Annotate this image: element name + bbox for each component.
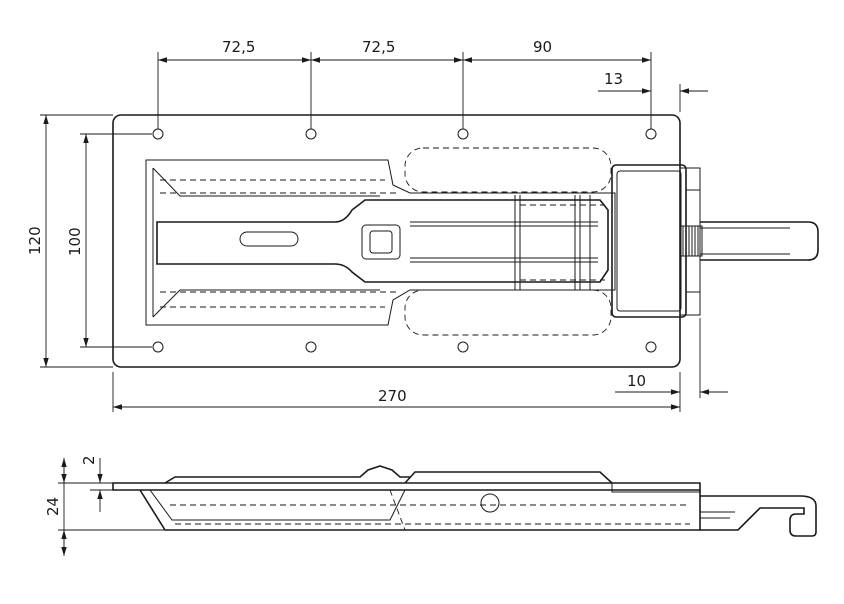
housing-inner bbox=[616, 170, 682, 312]
hook-tongue-inner bbox=[700, 227, 790, 255]
recessed-pan bbox=[145, 159, 616, 326]
dim-text-spacing-3: 90 bbox=[533, 38, 552, 56]
side-hole bbox=[480, 493, 500, 513]
recessed-pan-inner bbox=[152, 167, 380, 318]
base-plate bbox=[112, 114, 681, 368]
dim-text-height-inner: 100 bbox=[66, 227, 84, 256]
hole bbox=[457, 341, 469, 353]
hidden-slot-top bbox=[404, 147, 612, 193]
lever-handle bbox=[156, 199, 609, 283]
side-hidden-lines bbox=[170, 489, 690, 531]
pivot-block bbox=[361, 224, 401, 260]
dimensions-top: 72,5 72,5 90 13 120 100 10 270 bbox=[26, 38, 728, 412]
side-raised-cover bbox=[404, 471, 613, 484]
side-housing bbox=[611, 483, 700, 493]
hole bbox=[152, 341, 164, 353]
hole bbox=[305, 341, 317, 353]
guide-ribs bbox=[514, 195, 591, 290]
hole bbox=[305, 128, 317, 140]
side-pan-inner bbox=[149, 489, 406, 521]
hole bbox=[645, 341, 657, 353]
hook-tongue bbox=[700, 221, 819, 261]
hidden-lines bbox=[160, 179, 605, 308]
dim-text-offset-bottom: 10 bbox=[627, 372, 646, 390]
dim-text-length: 270 bbox=[378, 387, 407, 405]
mounting-holes bbox=[152, 128, 657, 353]
side-pawl bbox=[164, 465, 410, 484]
side-pan bbox=[139, 489, 701, 531]
guide-rails bbox=[410, 221, 598, 263]
housing-detail bbox=[686, 189, 700, 293]
dimensions-side: 2 24 bbox=[44, 455, 165, 556]
pivot-block-inner bbox=[369, 230, 393, 254]
dim-text-thickness-plate: 2 bbox=[80, 455, 98, 465]
threaded-bolt bbox=[679, 225, 703, 257]
hole bbox=[457, 128, 469, 140]
hidden-slot-bottom bbox=[404, 289, 612, 336]
side-hook bbox=[700, 495, 817, 537]
dim-text-spacing-1: 72,5 bbox=[222, 38, 255, 56]
thread-lines bbox=[682, 226, 699, 256]
dim-text-spacing-2: 72,5 bbox=[362, 38, 395, 56]
side-view bbox=[112, 465, 817, 537]
hole bbox=[645, 128, 657, 140]
dim-text-offset-top: 13 bbox=[604, 70, 623, 88]
dim-text-depth: 24 bbox=[44, 497, 62, 516]
lever-slot bbox=[239, 231, 299, 247]
housing-block bbox=[611, 164, 687, 318]
hole bbox=[152, 128, 164, 140]
dim-text-height-outer: 120 bbox=[26, 226, 44, 255]
top-view bbox=[112, 114, 819, 368]
side-hook-inner bbox=[700, 511, 735, 519]
